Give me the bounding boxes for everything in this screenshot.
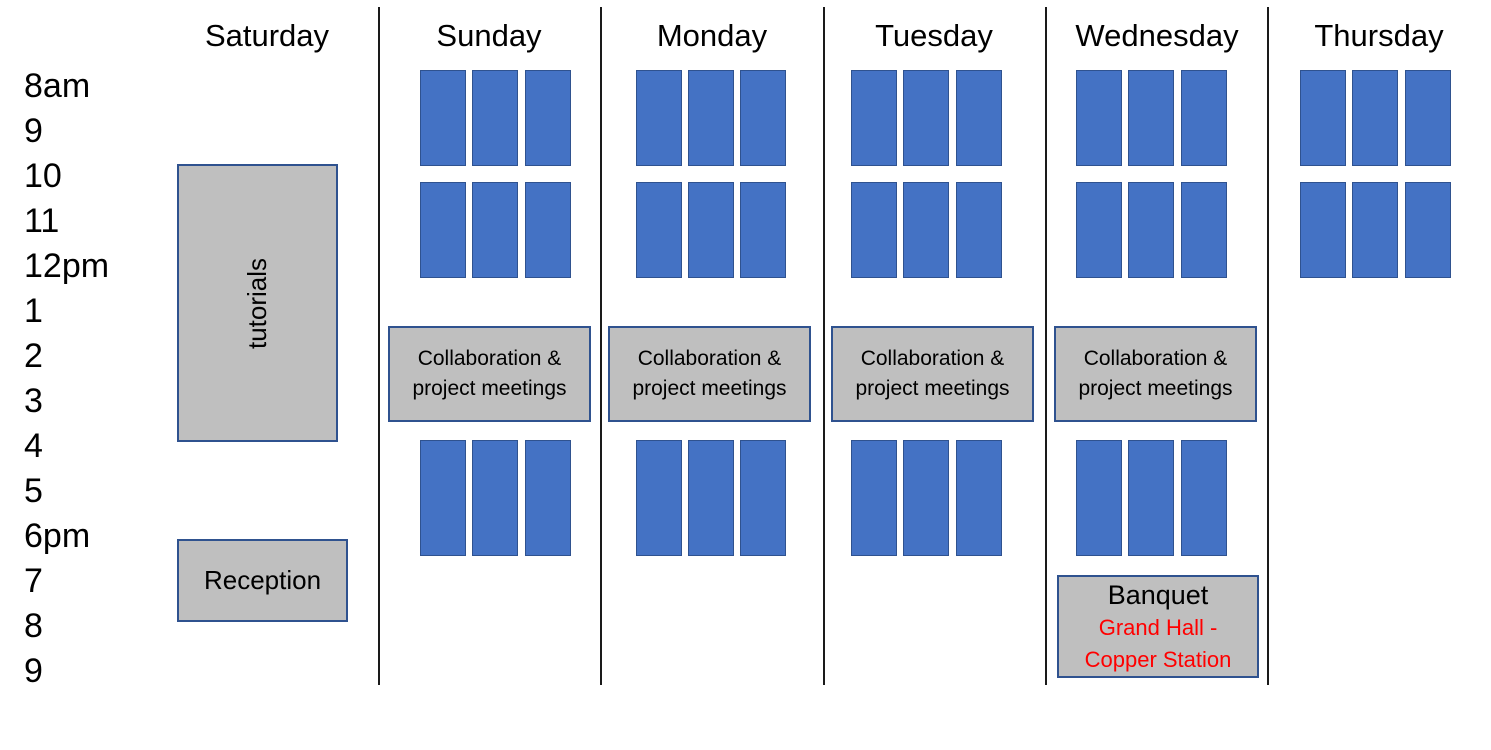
session-block [1128,440,1174,556]
session-block [1181,182,1227,278]
column-divider [1045,7,1047,685]
time-label: 6pm [24,517,91,555]
reception-label: Reception [203,565,322,595]
session-block [851,182,897,278]
session-block [525,70,571,166]
session-block [1300,182,1346,278]
column-divider [378,7,380,685]
day-header-tuesday: Tuesday [875,18,993,53]
session-block [851,70,897,166]
session-block [956,70,1002,166]
time-label: 5 [24,472,43,510]
day-header-sunday: Sunday [436,18,542,53]
time-label: 2 [24,337,43,375]
collaboration-label: Collaboration & project meetings [855,347,1010,400]
session-block [1181,440,1227,556]
day-header-wednesday: Wednesday [1075,18,1239,53]
session-block [688,182,734,278]
session-block [1352,70,1398,166]
collaboration-block: Collaboration & project meetings [831,326,1034,422]
session-block [472,182,518,278]
session-block [472,70,518,166]
time-label: 10 [24,157,62,195]
session-block [740,440,786,556]
session-block [1128,182,1174,278]
time-label: 11 [24,202,60,240]
collaboration-label: Collaboration & project meetings [632,347,787,400]
reception-block: Reception [177,539,348,622]
column-divider [600,7,602,685]
session-block [956,182,1002,278]
session-block [636,70,682,166]
session-block [1405,70,1451,166]
session-block [1300,70,1346,166]
time-label: 8 [24,607,43,645]
time-label: 9 [24,112,43,150]
time-label: 4 [24,427,43,465]
session-block [903,182,949,278]
column-divider [823,7,825,685]
banquet-block: Banquet Grand Hall - Copper Station [1057,575,1259,678]
time-label: 7 [24,562,43,600]
session-block [688,70,734,166]
session-block [525,440,571,556]
session-block [1076,182,1122,278]
session-block [1076,440,1122,556]
collaboration-block: Collaboration & project meetings [1054,326,1257,422]
tutorials-block: tutorials [177,164,338,442]
session-block [472,440,518,556]
day-header-thursday: Thursday [1314,18,1444,53]
collaboration-block: Collaboration & project meetings [608,326,811,422]
session-block [903,70,949,166]
session-block [1352,182,1398,278]
time-label: 3 [24,382,43,420]
session-block [956,440,1002,556]
tutorials-label: tutorials [241,257,272,349]
session-block [636,182,682,278]
time-label: 12pm [24,247,110,285]
column-divider [1267,7,1269,685]
time-label: 9 [24,652,43,690]
session-block [688,440,734,556]
banquet-title: Banquet [1107,579,1209,610]
banquet-location: Grand Hall - Copper Station [1084,614,1232,672]
session-block [525,182,571,278]
session-block [851,440,897,556]
session-block [636,440,682,556]
collaboration-label: Collaboration & project meetings [1078,347,1233,400]
time-label: 1 [24,292,43,330]
session-block [420,440,466,556]
session-block [903,440,949,556]
session-block [420,182,466,278]
session-block [420,70,466,166]
session-block [1128,70,1174,166]
collaboration-label: Collaboration & project meetings [412,347,567,400]
session-block [740,70,786,166]
collaboration-block: Collaboration & project meetings [388,326,591,422]
session-block [740,182,786,278]
session-block [1405,182,1451,278]
time-label: 8am [24,67,91,105]
session-block [1076,70,1122,166]
day-header-monday: Monday [656,18,768,53]
session-block [1181,70,1227,166]
day-header-saturday: Saturday [204,18,330,53]
